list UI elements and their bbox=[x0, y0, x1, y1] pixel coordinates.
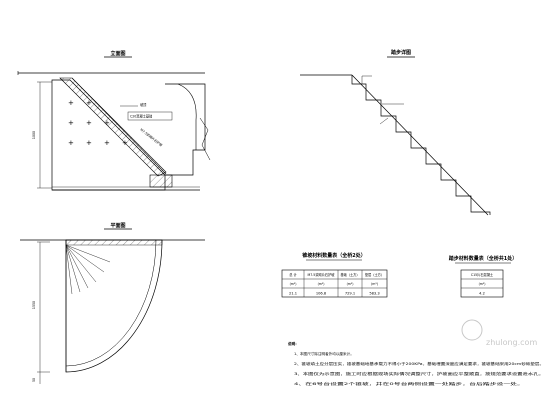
note-item-3: 3、本图仅为示意图，施工时应根据现场实际情况调整尺寸，护坡面应平整顺直，按规范要… bbox=[294, 371, 544, 376]
watermark-text: zhulong.com bbox=[486, 338, 537, 347]
note-item-2: 2、锥坡填土应分层压实，锥坡基础地基承载力不得小于200KPa，基础埋置深度应满… bbox=[294, 361, 544, 366]
watermark-logo-icon bbox=[461, 319, 483, 341]
material-table-1: 锥坡材料数量表（全桥2处） 总 计 M7.5浆砌片石护坡 基础（土方） 垫层（土… bbox=[281, 252, 388, 298]
abutment-break-line bbox=[199, 117, 211, 161]
note-item-4: 4、在6号台设置2个锥坡，并在0号台两侧设置一处踏步，台后踏步设一处。 bbox=[294, 381, 524, 386]
table2-frame bbox=[460, 269, 504, 298]
svg-text:+: + bbox=[104, 139, 110, 147]
table1-unit-2: (m³) bbox=[347, 282, 354, 286]
notes-heading: 说明： bbox=[288, 341, 299, 346]
slope-line bbox=[71, 77, 167, 175]
abutment-curve bbox=[177, 83, 197, 150]
table1-value-3: 583.3 bbox=[369, 292, 379, 296]
callout-box bbox=[127, 111, 173, 121]
table1-value-1: 106.8 bbox=[316, 292, 327, 296]
svg-text:+: + bbox=[68, 99, 74, 107]
table2-unit-0: (m³) bbox=[479, 282, 486, 286]
table1-header-2: 基础（土方） bbox=[340, 272, 359, 277]
step-slope-line bbox=[351, 74, 489, 216]
table2-value-0: 4.2 bbox=[479, 292, 485, 296]
elev-dimension-text: 1000 bbox=[32, 131, 36, 139]
svg-text:+: + bbox=[86, 139, 92, 147]
table1-unit-0: (m³) bbox=[290, 282, 297, 286]
slope-foundation bbox=[149, 174, 173, 188]
callout-2-label: M7.5浆砌片石护坡 bbox=[139, 127, 164, 148]
note-item-1: 1、本图尺寸除注明者外均以厘米计。 bbox=[294, 351, 354, 356]
plan-title: 平面图 bbox=[110, 222, 125, 229]
material-table-2: 踏步材料数量表（全桥共1处） C15片石混凝土 (m³) 4.2 bbox=[449, 255, 517, 298]
staircase-outline bbox=[351, 75, 491, 215]
staircase-inner bbox=[361, 75, 372, 84]
step-title: 踏步详图 bbox=[391, 49, 411, 56]
callout-1-label: C20混凝土基础 bbox=[130, 114, 152, 119]
cone-plan-inner-arc bbox=[65, 239, 157, 367]
table1-unit-1: (m³) bbox=[318, 282, 325, 286]
table1-value-2: 729.1 bbox=[345, 292, 355, 296]
svg-text:+: + bbox=[68, 139, 74, 147]
watermark: zhulong.com bbox=[461, 319, 537, 347]
slope-protection-hatch bbox=[59, 77, 167, 177]
plan-top-band bbox=[65, 239, 163, 246]
notes-section: 说明： 1、本图尺寸除注明者外均以厘米计。 2、锥坡填土应分层压实，锥坡基础地基… bbox=[288, 341, 544, 386]
table1-value-0: 21.1 bbox=[289, 292, 297, 296]
step-detail-view: 踏步详图 bbox=[300, 49, 491, 216]
svg-text:+: + bbox=[68, 119, 74, 127]
callout-top-label: 坡顶 bbox=[140, 102, 147, 107]
plan-dimension-text: 1550 bbox=[32, 301, 36, 309]
table1-frame bbox=[281, 269, 388, 298]
cone-plan-outline bbox=[65, 239, 163, 373]
table1-header-0: 总 计 bbox=[289, 272, 297, 277]
table2-header-0: C15片石混凝土 bbox=[471, 272, 494, 277]
table1-unit-3: (m³) bbox=[371, 282, 378, 286]
plan-view: 平面图 1550 50 bbox=[20, 222, 205, 384]
cone-radial-lines bbox=[65, 244, 111, 295]
step-callout-leader-2 bbox=[379, 117, 389, 125]
elevation-title: 立面图 bbox=[110, 50, 125, 57]
plan-bottom-dimension-text: 50 bbox=[32, 378, 36, 382]
table1-title: 锥坡材料数量表（全桥2处） bbox=[302, 252, 365, 259]
table1-header-3: 垫层（土方） bbox=[365, 272, 384, 277]
table1-header-1: M7.5浆砌片石护坡 bbox=[308, 272, 336, 277]
svg-text:+: + bbox=[86, 119, 92, 127]
elevation-view: 立面图 + + + + + + + + + bbox=[17, 50, 211, 191]
table2-title: 踏步材料数量表（全桥共1处） bbox=[449, 255, 517, 262]
abutment-outline bbox=[165, 83, 206, 176]
